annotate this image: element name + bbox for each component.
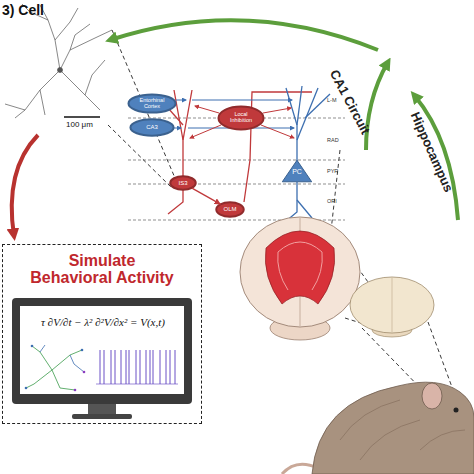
zoom-line — [112, 30, 175, 178]
monitor-screen: τ ∂V/∂t − λ² ∂²V/∂x² = V(x,t) — [21, 307, 185, 395]
annotation-label: ORI — [327, 199, 337, 205]
input-arrow — [192, 100, 292, 101]
simulate-arrow — [12, 135, 38, 236]
ellipse-shape — [170, 176, 195, 189]
dendrite — [5, 104, 25, 110]
dendrite — [60, 30, 112, 70]
brain-outline — [350, 277, 434, 333]
midline — [392, 278, 393, 332]
input-ellipse: Entorhinal Cortex — [128, 94, 176, 113]
pyramidal-triangle: PC — [282, 160, 312, 182]
axon — [168, 190, 183, 214]
node-label: IS3 — [171, 180, 195, 186]
inhibition-ellipse: Local Inhibition — [218, 106, 264, 130]
layer-line — [128, 184, 345, 185]
hippocampus — [265, 231, 334, 304]
annotation-label: 3) Cell — [2, 3, 44, 17]
annotation-label: L-M — [327, 98, 336, 104]
interneuron-ellipse: IS3 — [170, 176, 196, 190]
ellipse-shape — [218, 106, 263, 129]
axon — [297, 200, 312, 218]
equation-text: τ ∂V/∂t − λ² ∂²V/∂x² = V(x,t) — [41, 317, 165, 329]
rat-ear — [422, 383, 442, 409]
axon — [285, 182, 297, 222]
annotation-label: RAD — [327, 138, 339, 144]
monitor — [12, 298, 192, 419]
branch — [26, 370, 52, 388]
synapse-dot — [81, 349, 84, 352]
dendrite — [70, 24, 90, 50]
dendrite — [15, 70, 60, 118]
rat-eye — [454, 408, 459, 413]
input-arrow — [176, 100, 186, 101]
cell-morphology — [5, 4, 112, 118]
dendrite — [60, 70, 100, 110]
annotation-label: PYR — [327, 169, 338, 175]
dendrite — [286, 88, 297, 162]
spikes — [100, 350, 175, 384]
branch — [70, 355, 84, 372]
dendrite — [305, 94, 330, 118]
inhibition-arrow — [190, 125, 221, 138]
dendrite — [40, 90, 45, 115]
is3-dendrites — [168, 90, 312, 214]
spike-train — [96, 350, 178, 384]
triangle-shape — [282, 160, 311, 182]
simulated-morphology — [25, 345, 86, 392]
input-arrow — [174, 128, 181, 129]
ellipse-shape — [130, 119, 173, 135]
dendrite — [55, 8, 78, 40]
inhibition-arrows — [190, 106, 294, 138]
dendrite — [183, 90, 192, 140]
rat-body — [312, 382, 474, 474]
zoom-arrow — [366, 62, 388, 150]
ellipse-shape — [216, 202, 243, 216]
branch — [40, 345, 45, 352]
node-label: Entorhinal Cortex — [132, 98, 172, 110]
rat-fur — [340, 400, 465, 460]
node-label: CA3 — [132, 124, 172, 130]
monitor-screen — [20, 306, 184, 394]
dendrite — [85, 60, 105, 95]
green-arrows — [110, 20, 458, 220]
ellipse-shape — [128, 94, 175, 112]
dendrite — [297, 88, 318, 140]
inhibition-arrow — [261, 125, 294, 138]
annotation-label: 100 μm — [66, 121, 93, 129]
layer-line — [128, 160, 345, 161]
layer-lines — [128, 118, 345, 220]
inhibition-arrow — [195, 106, 219, 113]
rat — [282, 382, 474, 474]
synapse-dot — [83, 371, 86, 374]
pc-dendrites — [285, 86, 330, 222]
zoom-arrow — [110, 20, 378, 50]
dendrite — [297, 86, 302, 125]
big-brain — [240, 217, 360, 340]
small-brain — [350, 277, 434, 337]
monitor-bezel — [12, 298, 192, 404]
inhibition-arrow — [263, 108, 291, 113]
node-label: Simulate Behavioral Activity — [28, 252, 177, 287]
node-label: Local Inhibition — [224, 112, 258, 124]
node-label: PC — [283, 168, 311, 176]
branch — [32, 346, 52, 370]
synapse-dot — [31, 345, 34, 348]
synapse-dot — [74, 389, 77, 392]
node-label: OLM — [217, 206, 243, 212]
scale-bar — [64, 116, 100, 118]
brain-outline — [240, 217, 360, 327]
branch — [52, 370, 75, 390]
hippocampus-detail — [278, 242, 323, 290]
synapse-dot — [25, 387, 28, 390]
interneuron-ellipse: OLM — [216, 202, 244, 217]
monitor-base — [72, 414, 132, 419]
monitor-stand — [88, 404, 116, 414]
input-ellipse: CA3 — [130, 119, 174, 136]
simulation-panel: Simulate Behavioral Activity τ ∂V/∂t − λ²… — [2, 244, 202, 424]
soma — [58, 68, 63, 73]
axon-connector — [192, 188, 220, 204]
